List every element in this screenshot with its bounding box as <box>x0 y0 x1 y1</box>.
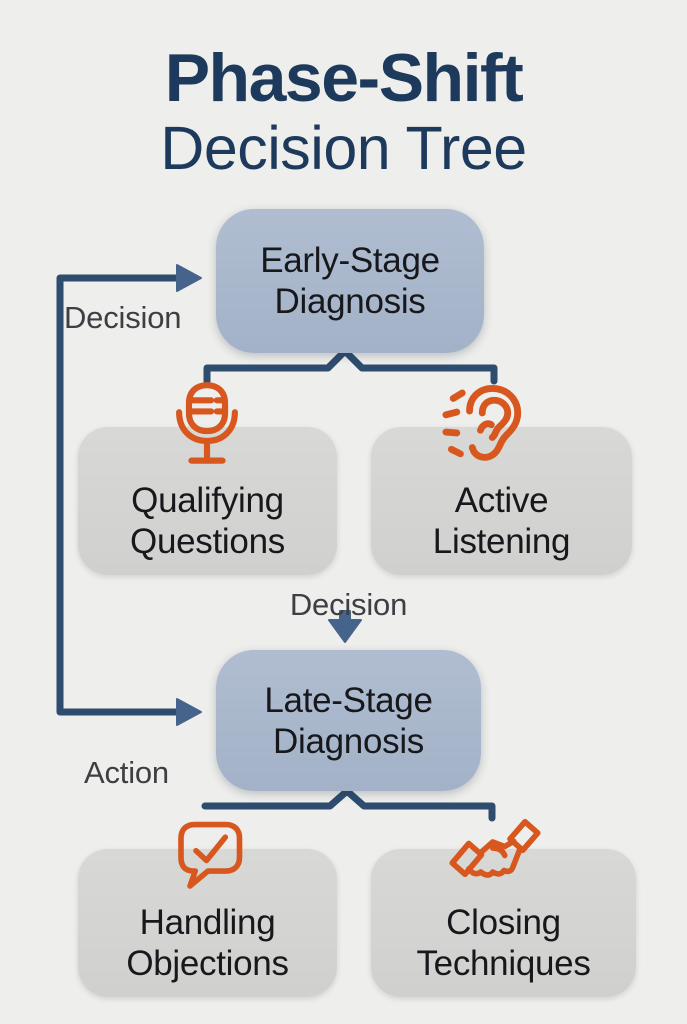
title-line-1: Phase-Shift <box>164 40 524 116</box>
brace-early-branches <box>203 347 498 385</box>
ear-icon <box>435 382 535 473</box>
flow-label-decision-early: Decision <box>64 300 182 335</box>
node-active-listening: Active Listening <box>371 427 632 575</box>
arrowhead-right-late-icon <box>176 698 202 726</box>
brace-late-branches <box>201 787 496 822</box>
handshake-icon <box>446 818 544 893</box>
arrowhead-down-icon <box>328 610 362 643</box>
node-early-stage-diagnosis: Early-Stage Diagnosis <box>216 209 484 353</box>
microphone-icon <box>166 381 248 473</box>
flow-label-decision-late: Decision <box>289 587 408 622</box>
node-closing-techniques: Closing Techniques <box>371 849 636 997</box>
node-late-stage-diagnosis: Late-Stage Diagnosis <box>216 650 481 791</box>
flow-label-action: Action <box>84 755 169 790</box>
title-line-2: Decision Tree <box>160 114 527 183</box>
arrowhead-right-early-icon <box>176 264 202 292</box>
elbow-connector-line <box>56 274 180 716</box>
speech-bubble-check-icon <box>172 817 247 892</box>
page-title: Phase-Shift Decision Tree <box>0 40 687 183</box>
